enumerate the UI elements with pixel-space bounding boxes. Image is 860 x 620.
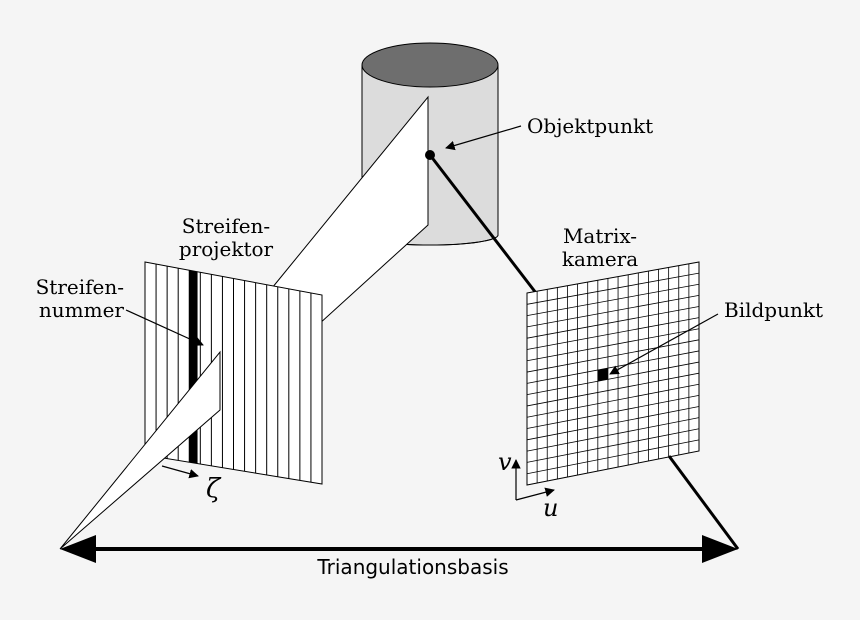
projector-wedge <box>59 350 221 550</box>
image-point-pixel <box>597 368 608 382</box>
cylinder-top <box>361 42 499 88</box>
matrix-camera-panel <box>526 261 700 486</box>
object-cylinder <box>361 42 499 246</box>
objektpunkt-pointer <box>445 125 522 151</box>
object-point <box>425 150 435 160</box>
camera-grid-row <box>526 294 700 328</box>
camera-base-ray <box>667 455 740 550</box>
label-zeta: ζ <box>206 474 222 504</box>
camera-grid-row <box>526 372 700 407</box>
camera-grid-row <box>526 361 700 396</box>
camera-grid-row <box>526 272 700 305</box>
label-triangulationsbasis: Triangulationsbasis <box>316 555 508 579</box>
label-objektpunkt: Objektpunkt <box>527 114 653 138</box>
triangulation-baseline <box>60 535 738 563</box>
label-axis-v: v <box>498 448 512 476</box>
label-streifennummer-1: Streifen- <box>36 275 124 299</box>
baseline-left-arrowhead <box>60 535 96 563</box>
camera-grid-row <box>526 328 700 362</box>
camera-grid-row <box>526 439 700 475</box>
axis-u-arrow <box>515 487 555 501</box>
object-camera-ray <box>428 154 538 294</box>
label-axis-u: u <box>543 494 558 522</box>
label-bildpunkt: Bildpunkt <box>724 298 823 322</box>
label-matrixkamera-1: Matrix- <box>563 224 637 248</box>
label-matrixkamera-2: kamera <box>562 247 638 271</box>
camera-grid-row <box>526 428 700 463</box>
bildpunkt-pointer <box>609 313 719 375</box>
zeta-arrow <box>161 465 199 479</box>
camera-grid-row <box>526 406 700 441</box>
camera-grid-row <box>526 395 700 429</box>
label-streifennummer-2: nummer <box>39 298 125 322</box>
camera-grid-row <box>526 317 700 350</box>
camera-grid-row <box>526 417 700 452</box>
camera-frame <box>526 261 700 486</box>
camera-grid-row <box>526 283 700 316</box>
camera-grid-row <box>526 339 700 373</box>
streifennummer-pointer <box>125 309 204 346</box>
label-streifenprojektor-1: Streifen- <box>182 214 270 238</box>
label-streifenprojektor-2: projektor <box>179 237 274 261</box>
baseline-right-arrowhead <box>702 535 738 563</box>
camera-grid-row <box>526 306 700 339</box>
camera-grid-row <box>526 383 700 418</box>
